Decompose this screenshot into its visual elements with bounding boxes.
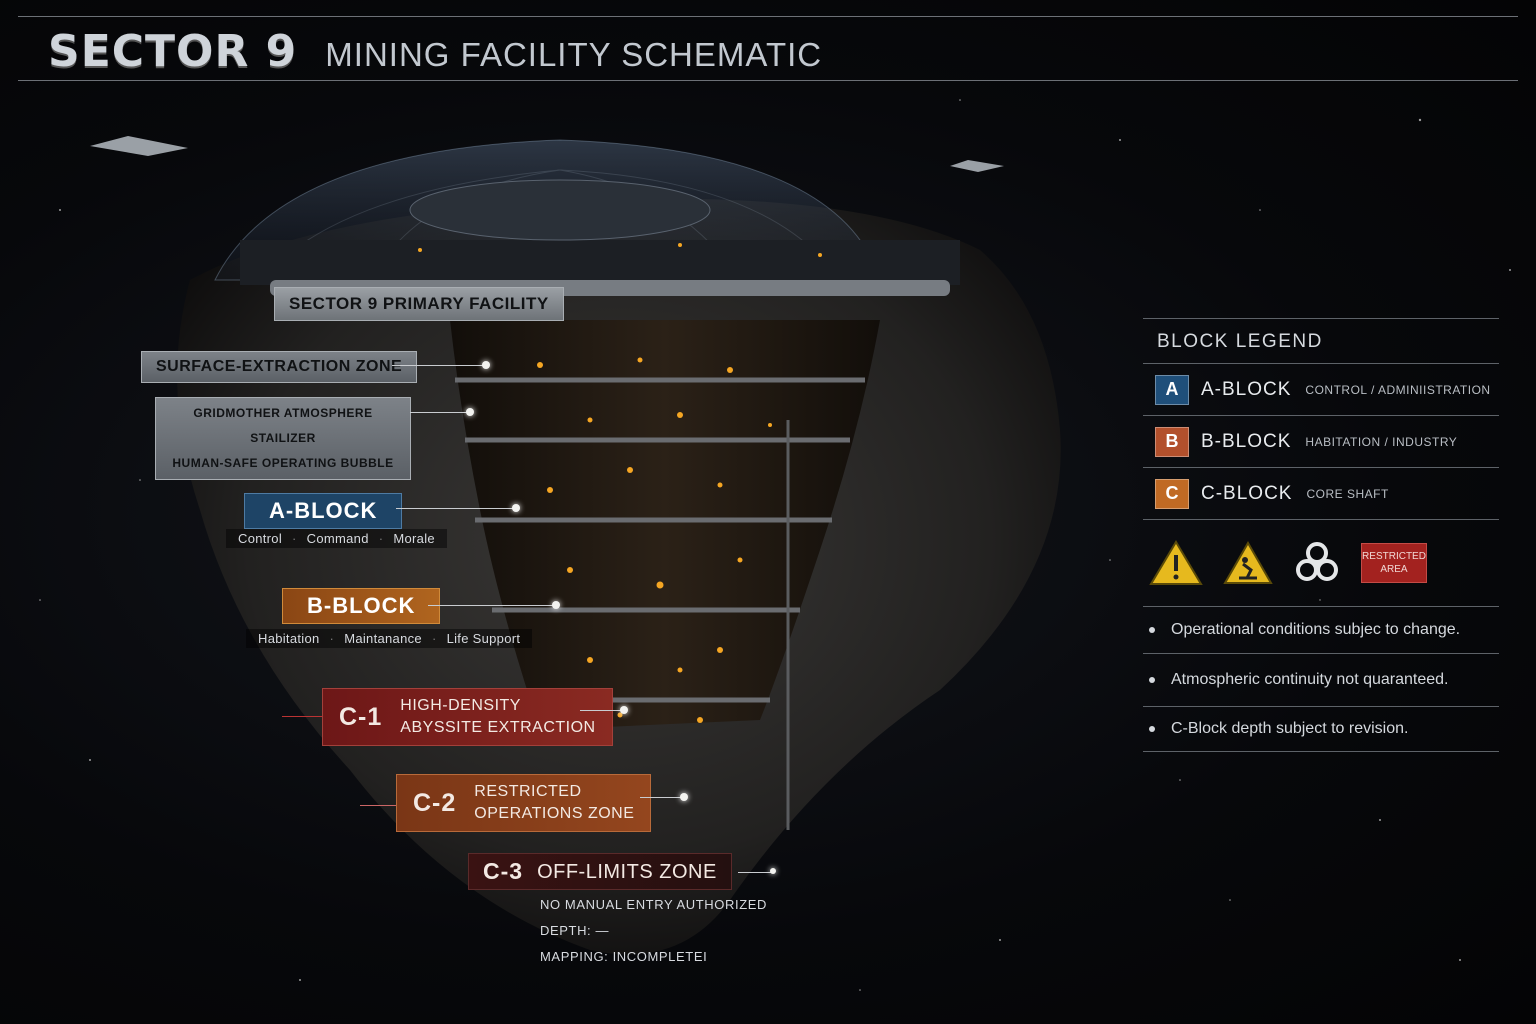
leader-line (360, 805, 396, 806)
hazard-icons: RESTRICTED AREA (1143, 520, 1499, 606)
zone-c3-title: OFF-LIMITS ZONE (537, 860, 717, 883)
zone-c3-mapping: MAPPING: INCOMPLETEI (540, 949, 708, 964)
legend-rule (1143, 415, 1499, 416)
leader-line (738, 872, 774, 873)
facility-cross-section (177, 139, 1061, 955)
callout-surface-zone: SURFACE-EXTRACTION ZONE (141, 351, 418, 383)
atmosphere-line-2: HUMAN-SAFE OPERATING BUBBLE (172, 456, 394, 470)
leader-line (282, 716, 322, 717)
b-block-functions: Habitation · Maintanance · Life Support (246, 629, 533, 648)
legend-row-c: C C-BLOCK CORE SHAFT (1143, 468, 1499, 519)
page-title: SECTOR 9 (48, 26, 298, 77)
legend-badge-b: B (1155, 426, 1189, 457)
zone-c2-line-1: RESTRICTED (474, 783, 582, 800)
callout-atmosphere-stabilizer: GRIDMOTHER ATMOSPHERE STAILIZER HUMAN-SA… (155, 397, 411, 480)
leader-dot (466, 408, 474, 416)
leader-line (580, 710, 624, 711)
legend-rule (1143, 467, 1499, 468)
callout-primary-facility: SECTOR 9 PRIMARY FACILITY (274, 287, 564, 321)
block-legend: BLOCK LEGEND A A-BLOCK CONTROL / ADMINII… (1143, 318, 1499, 752)
legend-row-b: B B-BLOCK HABITATION / INDUSTRY (1143, 416, 1499, 467)
b-block-function: Maintanance (344, 631, 422, 646)
header: SECTOR 9 MINING FACILITY SCHEMATIC (48, 26, 822, 77)
legend-row-a: A A-BLOCK CONTROL / ADMINIISTRATION (1143, 364, 1499, 415)
restricted-area-sign: RESTRICTED AREA (1361, 543, 1427, 583)
legend-desc-a: CONTROL / ADMINIISTRATION (1305, 382, 1491, 397)
zone-c1-line-2: ABYSSITE EXTRACTION (400, 719, 596, 736)
ship-icon (950, 160, 1004, 172)
zone-c3: C-3 OFF-LIMITS ZONE (468, 853, 732, 890)
leader-dot (680, 793, 688, 801)
legend-name-c: C-BLOCK (1201, 482, 1293, 504)
legend-badge-c: C (1155, 478, 1189, 509)
restricted-line-1: RESTRICTED (1362, 551, 1426, 562)
legend-rule (1143, 606, 1499, 607)
legend-badge-a: A (1155, 374, 1189, 405)
a-block-label: A-BLOCK (244, 493, 403, 529)
worker-warning-icon (1223, 540, 1273, 584)
biohazard-icon (1296, 542, 1338, 581)
legend-title: BLOCK LEGEND (1157, 331, 1323, 352)
a-block-function: Control (238, 531, 283, 546)
warning-icon (1149, 540, 1203, 585)
leader-dot (620, 706, 628, 714)
zone-c3-entry: NO MANUAL ENTRY AUTHORIZED (540, 897, 768, 912)
legend-note-text: Operational conditions subjec to change. (1171, 621, 1461, 638)
legend-note-text: Atmospheric continuity not quaranteed. (1171, 671, 1449, 688)
b-block-function: Life Support (446, 631, 521, 646)
zone-c2-code: C-2 (413, 788, 457, 817)
legend-rule (1143, 751, 1499, 752)
zone-c2-text: RESTRICTED OPERATIONS ZONE (474, 781, 634, 825)
legend-rule (1143, 363, 1499, 364)
zone-c2: C-2 RESTRICTED OPERATIONS ZONE (396, 774, 652, 832)
leader-line (396, 508, 516, 509)
leader-dot (770, 868, 776, 874)
leader-line (392, 365, 484, 366)
legend-rule (1143, 653, 1499, 654)
zone-c3-depth: DEPTH: — (540, 923, 610, 938)
zone-c1: C-1 HIGH-DENSITY ABYSSITE EXTRACTION (322, 688, 613, 746)
legend-rule (1143, 519, 1499, 520)
b-block-function: Habitation (258, 631, 320, 646)
legend-note: Operational conditions subjec to change. (1143, 607, 1499, 653)
zone-c1-text: HIGH-DENSITY ABYSSITE EXTRACTION (400, 695, 595, 739)
leader-dot (552, 601, 560, 609)
legend-note-text: C-Block depth subject to revision. (1171, 720, 1409, 737)
restricted-line-2: AREA (1380, 564, 1408, 575)
leader-line (428, 605, 556, 606)
a-block-function: Morale (393, 531, 435, 546)
legend-note: C-Block depth subject to revision. (1143, 707, 1499, 751)
b-block-label: B-BLOCK (282, 588, 441, 624)
leader-dot (482, 361, 490, 369)
zone-c3-code: C-3 (483, 858, 524, 884)
zone-c1-code: C-1 (339, 702, 383, 731)
a-block-function: Command (306, 531, 369, 546)
atmosphere-line-1: GRIDMOTHER ATMOSPHERE STAILIZER (193, 406, 373, 445)
legend-note: Atmospheric continuity not quaranteed. (1143, 654, 1499, 706)
header-rule-top (18, 16, 1518, 17)
legend-desc-b: HABITATION / INDUSTRY (1305, 434, 1458, 449)
legend-rule (1143, 318, 1499, 319)
legend-name-b: B-BLOCK (1201, 430, 1292, 452)
page-subtitle: MINING FACILITY SCHEMATIC (325, 36, 823, 73)
leader-line (410, 412, 470, 413)
legend-desc-c: CORE SHAFT (1306, 486, 1389, 501)
header-rule-bottom (18, 80, 1518, 81)
ship-icon (90, 136, 188, 156)
legend-rule (1143, 706, 1499, 707)
legend-name-a: A-BLOCK (1201, 378, 1292, 400)
a-block-functions: Control · Command · Morale (226, 529, 447, 548)
zone-c1-line-1: HIGH-DENSITY (400, 697, 521, 714)
leader-dot (512, 504, 520, 512)
zone-c2-line-2: OPERATIONS ZONE (474, 805, 635, 822)
leader-line (640, 797, 682, 798)
zone-c3-details: NO MANUAL ENTRY AUTHORIZED DEPTH: — MAPP… (540, 892, 767, 970)
